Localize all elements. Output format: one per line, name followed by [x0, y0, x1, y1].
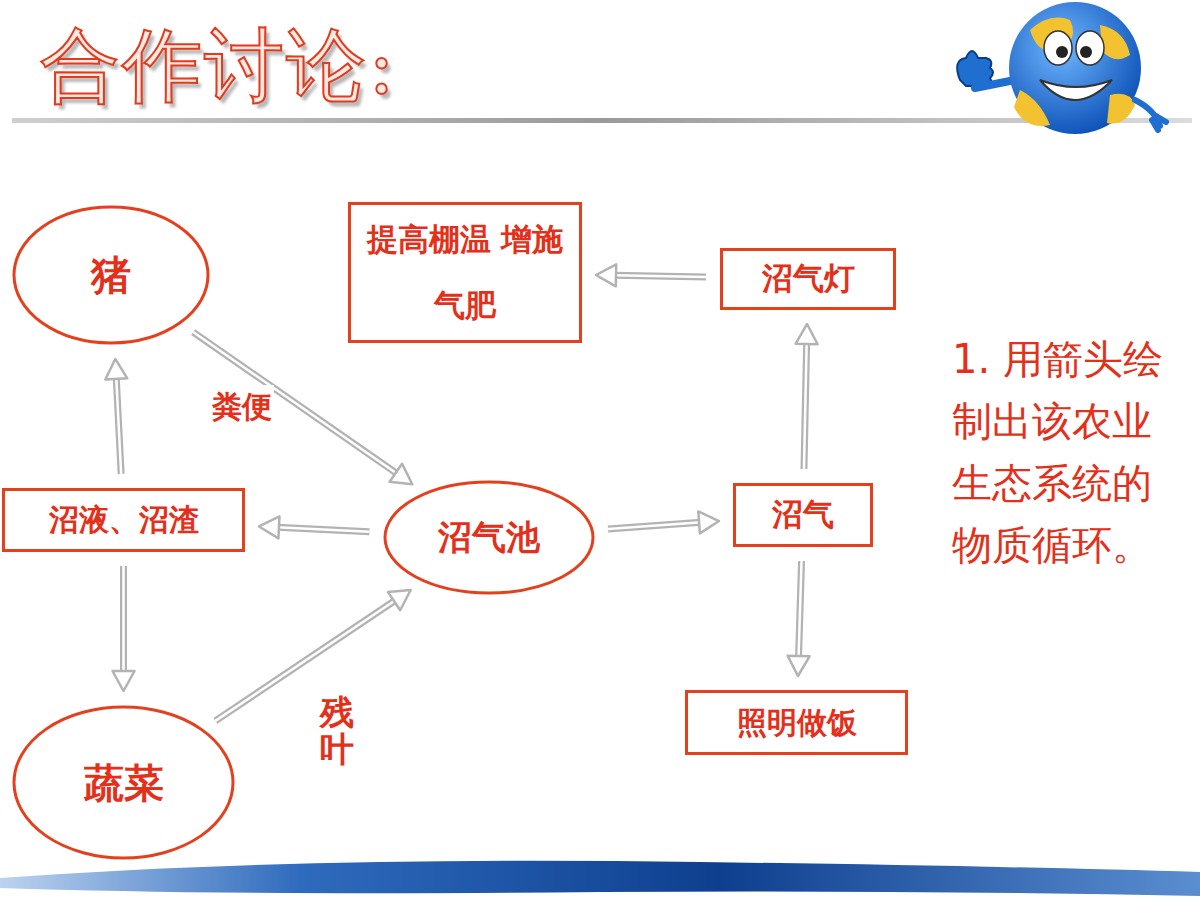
arrow-heads	[390, 464, 413, 484]
node-texts: 蔬菜	[84, 759, 164, 807]
slide-title: 合作讨论:	[40, 18, 397, 114]
flow-arrow	[796, 324, 818, 469]
arrow-head	[113, 671, 135, 691]
arrow-heads	[259, 516, 280, 538]
flow-arrow	[215, 590, 410, 721]
arrow-head	[390, 464, 413, 484]
flow-arrow	[788, 561, 810, 676]
flow-arrow	[608, 511, 719, 533]
node-texts: 沼气	[772, 496, 834, 533]
biogas-box: 沼气	[733, 483, 873, 547]
arrow-shaft	[608, 522, 701, 529]
globe-mascot	[957, 2, 1166, 134]
arrow-heads	[698, 511, 719, 533]
arrow-head	[796, 324, 818, 344]
ellipse-shape	[14, 207, 208, 343]
arrow-shaft-inner	[215, 600, 395, 721]
arrow-head	[259, 516, 280, 538]
arrow-shaft	[277, 527, 369, 531]
arrow-shaft	[193, 332, 397, 474]
flow-arrow	[596, 264, 706, 286]
arrow-heads	[388, 590, 411, 610]
ellipse-shape	[385, 482, 593, 593]
node-texts: 沼气灯	[762, 260, 855, 297]
node-label: 沼气	[772, 496, 834, 533]
title-rule	[12, 118, 1192, 123]
residue-box: 沼液、沼渣	[2, 488, 245, 552]
arrow-heads	[113, 671, 135, 691]
arrow-shaft-inner	[193, 332, 397, 474]
arrow-shaft-inner	[122, 566, 125, 673]
arrow-head	[596, 264, 616, 286]
arrow-shaft	[120, 566, 127, 673]
node-texts: 猪	[91, 251, 131, 299]
arrow-shaft	[614, 275, 706, 277]
node-texts: 沼液、沼渣	[49, 502, 199, 538]
edge-label: 残叶	[318, 692, 356, 771]
arrow-shaft-inner	[277, 527, 369, 531]
arrow-shaft-inner	[608, 522, 701, 529]
vegetable-ellipse: 蔬菜	[12, 705, 235, 860]
arrow-shaft	[116, 377, 121, 474]
node-label: 蔬菜	[84, 759, 164, 807]
node-texts: 沼气池	[438, 517, 540, 558]
flow-arrow	[105, 359, 127, 474]
arrow-head	[105, 359, 127, 380]
arrow-shaft-inner	[116, 377, 121, 474]
flow-arrow	[193, 332, 412, 484]
effect-box: 提高棚温 增施气肥	[348, 202, 582, 342]
arrow-head	[698, 511, 719, 533]
node-label: 沼液、沼渣	[49, 502, 199, 538]
arrow-shaft-inner	[614, 275, 706, 277]
arrow-heads	[596, 264, 616, 286]
task-note: 1. 用箭头绘制出该农业生态系统的物质循环。	[952, 328, 1172, 576]
arrow-shaft	[215, 600, 395, 721]
arrow-heads	[105, 359, 127, 380]
node-label: 沼气池	[438, 517, 540, 558]
arrow-shaft	[804, 342, 807, 469]
edge-label: 粪便	[210, 385, 274, 430]
arrow-shaft-inner	[799, 561, 802, 658]
arrow-head	[788, 656, 810, 676]
node-label: 照明做饭	[737, 705, 857, 741]
node-label: 提高棚温 增施气肥	[363, 207, 567, 337]
arrow-head	[388, 590, 411, 610]
arrow-heads	[788, 656, 810, 676]
flow-arrow	[113, 566, 135, 691]
node-label: 沼气灯	[762, 260, 855, 297]
use-box: 照明做饭	[685, 690, 908, 755]
arrow-shaft	[799, 561, 802, 658]
footer-band	[0, 861, 1200, 896]
animal-ellipse: 猪	[12, 205, 210, 345]
ellipse-shape	[14, 707, 233, 858]
digester-ellipse: 沼气池	[383, 480, 595, 595]
node-texts: 照明做饭	[737, 705, 857, 741]
device-box: 沼气灯	[720, 248, 896, 310]
node-label: 猪	[91, 251, 131, 299]
arrow-shaft-inner	[804, 342, 807, 469]
flow-arrow	[259, 516, 369, 538]
arrow-heads	[796, 324, 818, 344]
node-texts: 提高棚温 增施气肥	[363, 207, 567, 337]
